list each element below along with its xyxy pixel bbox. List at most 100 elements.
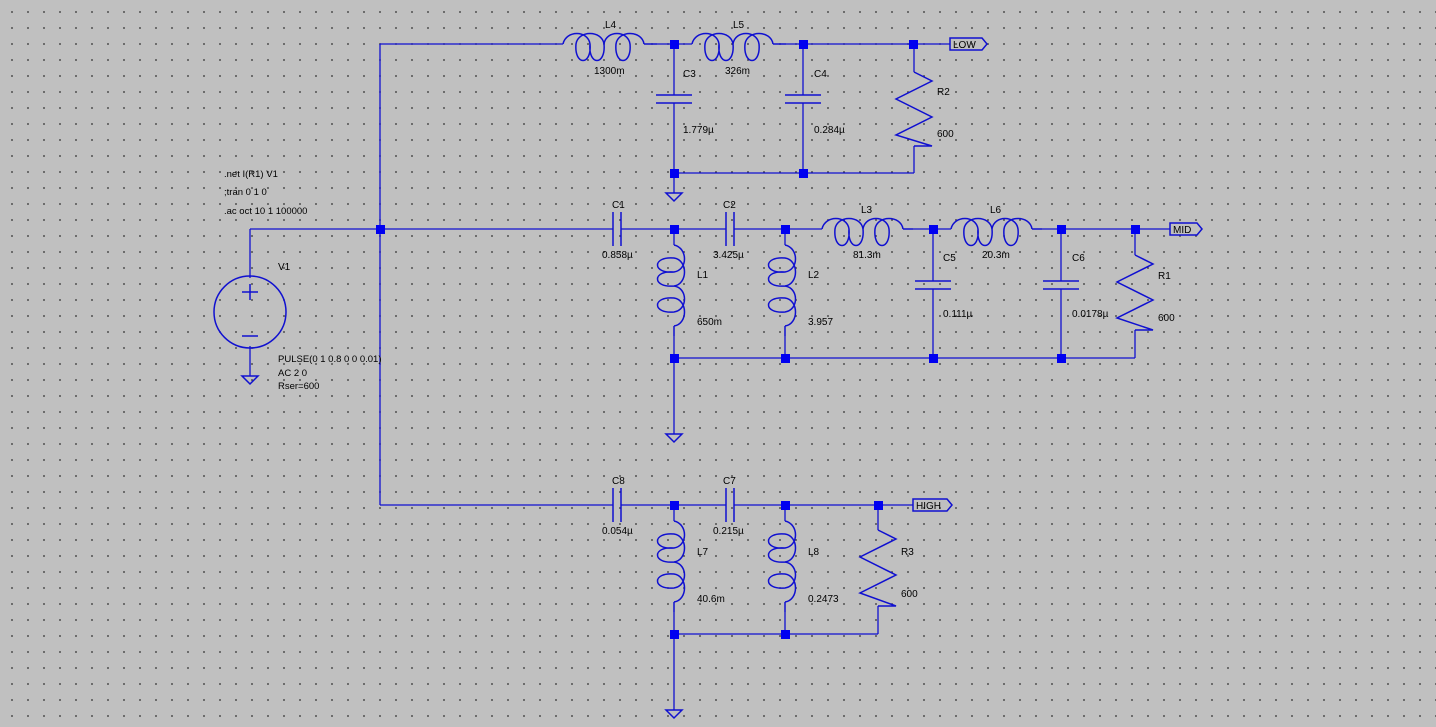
junction-dot [781, 225, 790, 234]
inductor-l7[interactable] [656, 520, 686, 612]
label-c5-name: C5 [943, 253, 956, 264]
label-v1-rser: Rser=600 [278, 381, 319, 392]
label-c1-name: C1 [612, 200, 625, 211]
label-l4-name: L4 [605, 20, 617, 31]
junction-dot [781, 630, 790, 639]
label-r2-value: 600 [937, 129, 954, 140]
capacitor-c7[interactable] [725, 488, 735, 522]
junction-dot [1131, 225, 1140, 234]
ground-icon [240, 375, 260, 386]
label-c4-name: C4 [814, 69, 827, 80]
label-v1-pulse: PULSE(0 1 0.8 0 0 0.01) [278, 354, 382, 365]
label-l8-value: 0.2473 [808, 594, 839, 605]
label-v1-ac: AC 2 0 [278, 368, 307, 379]
label-l5-name: L5 [733, 20, 745, 31]
port-flag-high[interactable]: HIGH [912, 498, 953, 512]
inductor-l5[interactable] [691, 32, 786, 62]
junction-dot [1057, 354, 1066, 363]
junction-dot [909, 40, 918, 49]
junction-dot [670, 40, 679, 49]
label-l6-name: L6 [990, 205, 1002, 216]
label-c4-value: 0.284µ [814, 125, 845, 136]
junction-dot [670, 169, 679, 178]
component-labels: L4 1300m L5 326m C3 1.779µ C4 0.284µ R2 … [594, 20, 1175, 605]
capacitor-c4[interactable] [785, 94, 821, 104]
label-l3-value: 81.3m [853, 250, 881, 261]
junction-dot [799, 169, 808, 178]
label-l5-value: 326m [725, 66, 750, 77]
junctions [376, 40, 1140, 639]
label-l2-value: 3.957 [808, 317, 833, 328]
label-r1-value: 600 [1158, 313, 1175, 324]
port-flag-low[interactable]: LOW [949, 37, 988, 51]
label-c8-value: 0.054µ [602, 526, 633, 537]
junction-dot [929, 225, 938, 234]
junction-dot [670, 225, 679, 234]
label-l1-value: 650m [697, 317, 722, 328]
inductor-l8[interactable] [767, 520, 797, 612]
label-c1-value: 0.858µ [602, 250, 633, 261]
port-label-high: HIGH [916, 501, 941, 512]
junction-dot [670, 630, 679, 639]
junction-dot [376, 225, 385, 234]
capacitor-c3[interactable] [656, 94, 692, 104]
inductor-l6[interactable] [950, 217, 1042, 247]
junction-dot [781, 501, 790, 510]
inductor-l3[interactable] [821, 217, 913, 247]
ground-icon [664, 433, 684, 444]
label-l7-name: L7 [697, 547, 709, 558]
directive-net[interactable]: .net I(R1) V1 [224, 169, 278, 180]
port-label-low: LOW [953, 40, 976, 51]
junction-dot [670, 501, 679, 510]
junction-dot [670, 354, 679, 363]
label-v1-name: V1 [278, 262, 291, 273]
source-labels: V1 PULSE(0 1 0.8 0 0 0.01) AC 2 0 Rser=6… [278, 262, 382, 392]
label-c6-name: C6 [1072, 253, 1085, 264]
inductor-l4[interactable] [562, 32, 657, 62]
label-c7-value: 0.215µ [713, 526, 744, 537]
inductor-l1[interactable] [656, 244, 686, 336]
label-r3-name: R3 [901, 547, 914, 558]
junction-dot [781, 354, 790, 363]
label-c2-name: C2 [723, 200, 736, 211]
label-l7-value: 40.6m [697, 594, 725, 605]
ground-icon [664, 709, 684, 720]
directive-ac[interactable]: .ac oct 10 1 100000 [224, 206, 307, 217]
port-label-mid: MID [1173, 225, 1191, 236]
capacitor-c8[interactable] [612, 488, 622, 522]
spice-directives: .net I(R1) V1 ;tran 0 1 0 .ac oct 10 1 1… [224, 169, 307, 217]
label-c3-name: C3 [683, 69, 696, 80]
label-r2-name: R2 [937, 87, 950, 98]
wires [249, 43, 1170, 710]
capacitor-c5[interactable] [915, 280, 951, 290]
label-l6-value: 20.3m [982, 250, 1010, 261]
inductor-l2[interactable] [767, 244, 797, 336]
directive-tran[interactable]: ;tran 0 1 0 [224, 187, 267, 198]
label-l8-name: L8 [808, 547, 820, 558]
label-c3-value: 1.779µ [683, 125, 714, 136]
label-l1-name: L1 [697, 270, 709, 281]
capacitor-c1[interactable] [612, 212, 622, 246]
label-c2-value: 3.425µ [713, 250, 744, 261]
label-c5-value: 0.111µ [943, 309, 973, 320]
label-l2-name: L2 [808, 270, 820, 281]
resistor-r3[interactable] [858, 529, 898, 607]
resistor-r2[interactable] [893, 71, 934, 147]
label-c8-name: C8 [612, 476, 625, 487]
junction-dot [1057, 225, 1066, 234]
label-r3-value: 600 [901, 589, 918, 600]
capacitor-c6[interactable] [1043, 280, 1079, 290]
label-c7-name: C7 [723, 476, 736, 487]
junction-dot [929, 354, 938, 363]
port-flag-mid[interactable]: MID [1169, 222, 1203, 236]
voltage-source-v1[interactable] [213, 275, 287, 349]
resistor-r1[interactable] [1115, 254, 1155, 331]
ground-icon [664, 192, 684, 203]
junction-dot [799, 40, 808, 49]
label-c6-value: 0.0178µ [1072, 309, 1109, 320]
label-l4-value: 1300m [594, 66, 625, 77]
label-l3-name: L3 [861, 205, 873, 216]
label-r1-name: R1 [1158, 271, 1171, 282]
capacitor-c2[interactable] [725, 212, 735, 246]
